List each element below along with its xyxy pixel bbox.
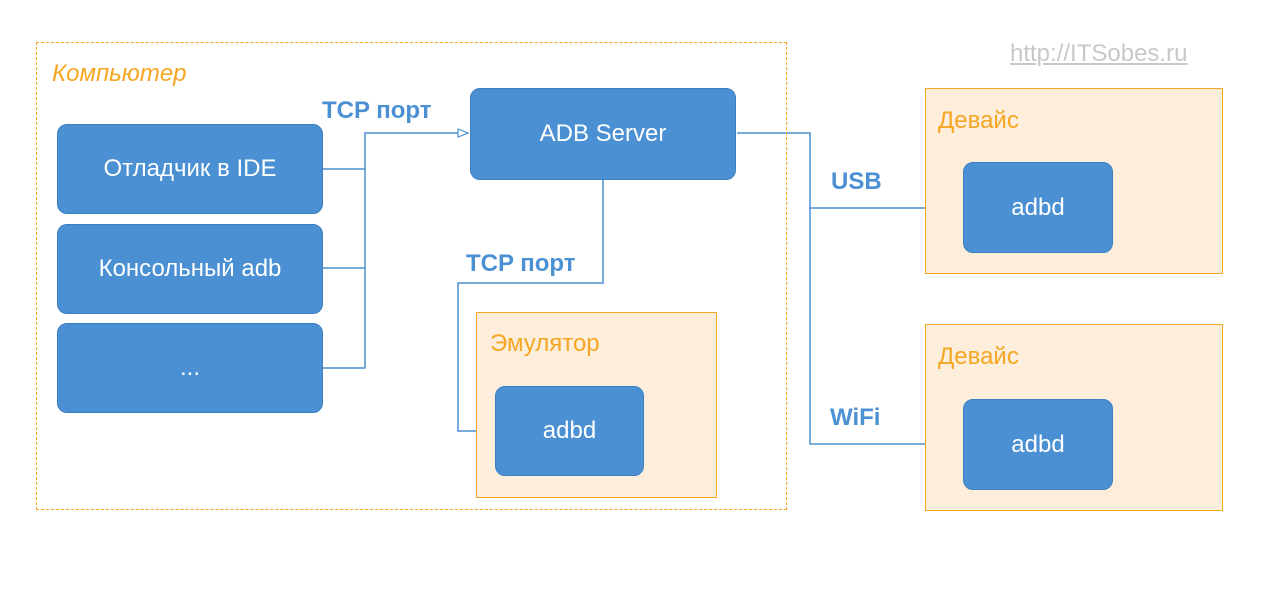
adb-server-box: ADB Server (470, 88, 736, 180)
computer-frame (36, 42, 787, 510)
edge-label-server-emulator: TCP порт (466, 250, 576, 277)
device-1-title: Девайс (938, 107, 1019, 134)
client-ellipsis-box: ... (57, 323, 323, 413)
edge-debugger-to-server (323, 133, 468, 170)
edge-ellipsis-to-junction (323, 169, 366, 369)
device-2-title: Девайс (938, 343, 1019, 370)
edge-label-client-server: TCP порт (322, 97, 432, 124)
client-console-label: Консольный adb (98, 255, 282, 282)
edge-label-wifi: WiFi (830, 404, 881, 431)
device-2-adbd-box: adbd (963, 399, 1113, 490)
edge-label-usb: USB (831, 168, 882, 195)
emulator-title: Эмулятор (490, 330, 600, 357)
edge-server-to-emulator (457, 180, 604, 431)
client-console-box: Консольный adb (57, 224, 323, 314)
edge-server-to-device-usb (737, 132, 961, 208)
adb-server-label: ADB Server (539, 120, 667, 147)
emulator-adbd-label: adbd (542, 417, 597, 444)
device-1-adbd-label: adbd (1011, 193, 1065, 221)
device-2-adbd-label: adbd (1011, 430, 1065, 458)
computer-label: Компьютер (52, 60, 187, 87)
watermark-link[interactable]: http://ITSobes.ru (1010, 40, 1188, 67)
client-debugger-label: Отладчик в IDE (103, 155, 277, 182)
edge-server-to-device-wifi (809, 208, 961, 444)
emulator-adbd-box: adbd (495, 386, 644, 476)
client-debugger-box: Отладчик в IDE (57, 124, 323, 214)
device-1-adbd-box: adbd (963, 162, 1113, 253)
client-ellipsis-label: ... (179, 354, 200, 381)
